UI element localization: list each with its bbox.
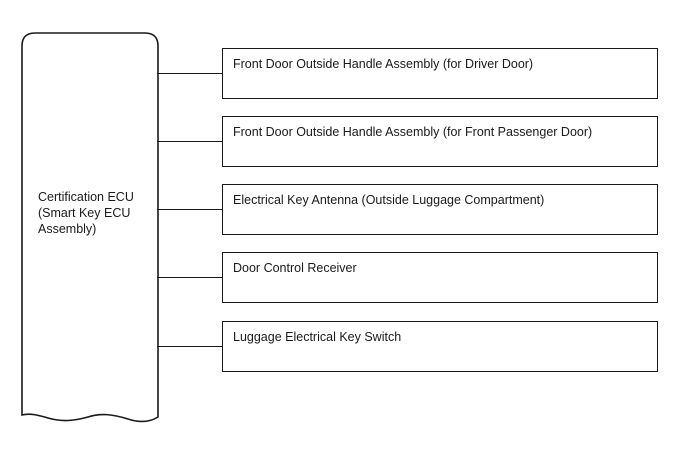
component-box-luggage-key-switch: Luggage Electrical Key Switch — [222, 321, 658, 372]
ecu-body-shape — [21, 32, 159, 423]
component-label: Electrical Key Antenna (Outside Luggage … — [233, 193, 545, 207]
ecu-label: Certification ECU (Smart Key ECU Assembl… — [38, 190, 134, 236]
connector-line-2 — [157, 141, 222, 142]
component-box-driver-door-handle: Front Door Outside Handle Assembly (for … — [222, 48, 658, 99]
component-label: Door Control Receiver — [233, 261, 357, 275]
connector-line-1 — [157, 73, 222, 74]
component-box-door-control-receiver: Door Control Receiver — [222, 252, 658, 303]
component-box-key-antenna: Electrical Key Antenna (Outside Luggage … — [222, 184, 658, 235]
component-label: Front Door Outside Handle Assembly (for … — [233, 57, 534, 71]
connector-line-4 — [157, 277, 222, 278]
connector-line-5 — [157, 346, 222, 347]
component-label: Luggage Electrical Key Switch — [233, 330, 402, 344]
connector-line-3 — [157, 209, 222, 210]
component-label: Front Door Outside Handle Assembly (for … — [233, 125, 593, 139]
component-box-passenger-door-handle: Front Door Outside Handle Assembly (for … — [222, 116, 658, 167]
